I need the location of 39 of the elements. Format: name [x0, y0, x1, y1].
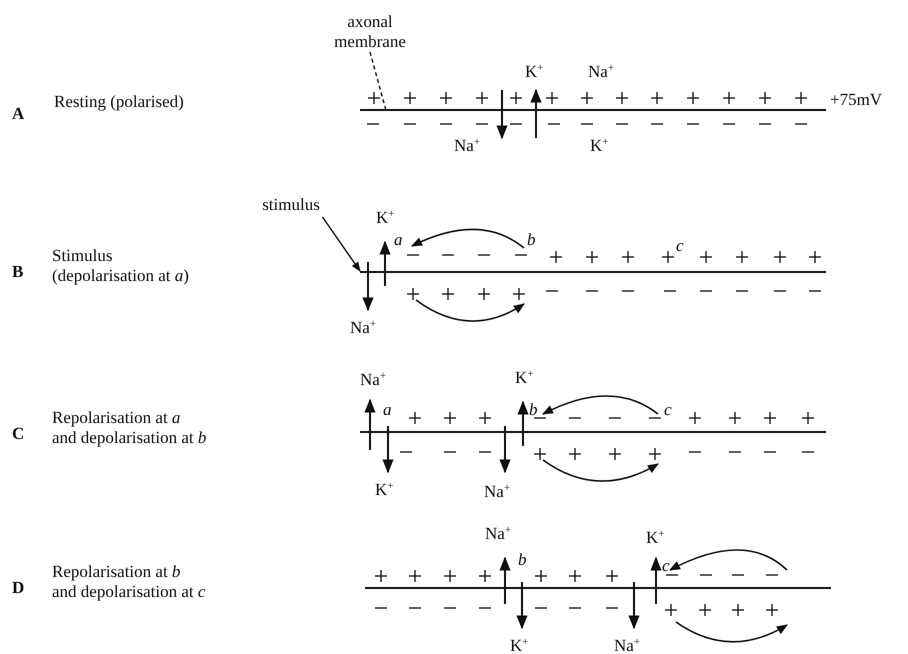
point-label: a — [383, 400, 392, 420]
ion-label: K$^{+}$ — [515, 368, 534, 388]
voltage-label: +75mV — [830, 90, 882, 110]
point-label: c — [676, 236, 684, 256]
point-label: a — [394, 230, 402, 250]
leader-line — [369, 52, 386, 110]
ion-label: K$^{+}$ — [510, 636, 528, 654]
ion-label: K$^{+}$ — [590, 136, 608, 156]
stage-description: Repolarisation at b and depolarisation at c — [52, 562, 206, 602]
panel-letter: C — [12, 424, 24, 444]
ion-label: Na$^{+}$ — [360, 370, 386, 390]
membrane-line — [365, 587, 831, 589]
point-label: c — [664, 400, 672, 420]
ion-label: Na$^{+}$ — [588, 62, 614, 82]
ion-label: Na$^{+}$ — [485, 524, 512, 544]
ion-label: Na$^{+}$ — [454, 136, 480, 156]
membrane-label: stimulus — [256, 195, 326, 215]
ion-label: K$^{+}$ — [375, 480, 394, 500]
point-label: b — [518, 550, 526, 570]
panel-letter: B — [12, 262, 24, 282]
membrane-line — [360, 431, 826, 433]
membrane-line — [360, 109, 826, 111]
ion-label: Na$^{+}$ — [614, 636, 640, 654]
ion-label: K$^{+}$ — [646, 528, 664, 548]
stage-description: Resting (polarised) — [54, 92, 185, 112]
stage-description: Stimulus (depolarisation at a) — [52, 246, 190, 286]
panel-letter: A — [12, 104, 24, 124]
ion-label: Na$^{+}$ — [350, 318, 376, 338]
ion-label: K$^{+}$ — [525, 62, 544, 82]
membrane-line — [360, 271, 826, 273]
membrane-label: axonal membrane — [322, 12, 418, 52]
ion-label: K$^{+}$ — [376, 208, 394, 228]
point-label: b — [527, 230, 536, 250]
point-label: c — [662, 556, 670, 576]
leader-line — [322, 216, 361, 272]
ion-label: Na$^{+}$ — [484, 482, 510, 502]
panel-letter: D — [12, 578, 24, 598]
point-label: b — [529, 400, 538, 420]
stage-description: Repolarisation at a and depolarisation at b — [52, 408, 208, 448]
